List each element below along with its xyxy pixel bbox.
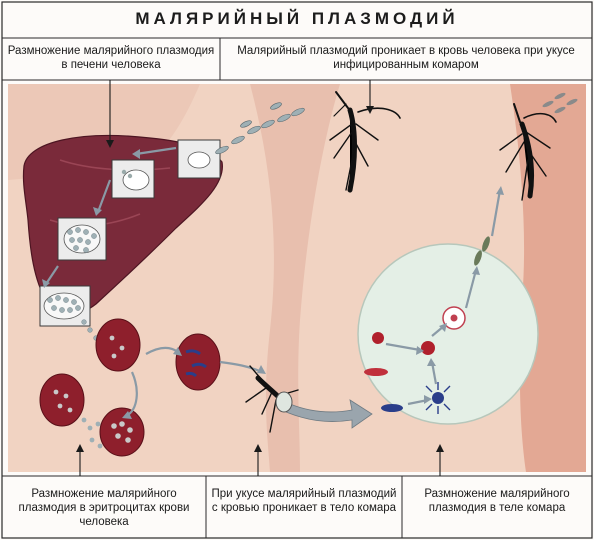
mosquito-icon-lower — [245, 365, 299, 433]
caption-transfer-to-mosquito: При укусе малярийный плазмодий с кровью … — [211, 488, 397, 514]
arm-silhouette — [250, 84, 340, 472]
hepatocyte-cell-2 — [111, 159, 155, 199]
sporozoite-icon — [215, 102, 305, 155]
zygote-spiky — [425, 382, 451, 414]
caption-liver-reproduction: Размножение малярийного плазмодия в пече… — [7, 45, 215, 71]
red-blood-cell-icon-3 — [99, 407, 145, 457]
gut-stages — [364, 236, 490, 414]
hepatocyte-cell-1 — [177, 139, 221, 179]
pointer-arrowheads — [76, 106, 444, 452]
caption-mosquito-bite-entry: Малярийный плазмодий проникает в кровь ч… — [237, 45, 575, 71]
arrow-heads — [42, 149, 504, 419]
mosquito-icon-right — [499, 103, 557, 201]
pointer-lines — [79, 80, 441, 476]
page-title: МАЛЯРИЙНЫЙ ПЛАЗМОДИЙ — [135, 9, 459, 28]
hepatocyte-cell-4 — [39, 285, 91, 327]
big-arrow-icon — [285, 399, 373, 429]
red-blood-cell-icon — [95, 318, 141, 372]
released-merozoites — [81, 417, 103, 449]
mosquito-gut — [357, 243, 539, 425]
sporozoite-icon-right — [542, 92, 578, 114]
red-blood-cell-icon-4 — [175, 333, 221, 391]
caption-mosquito-reproduction: Размножение малярийного плазмодия в теле… — [424, 488, 570, 514]
red-blood-cell-icon-2 — [39, 373, 85, 427]
mosquito-icon — [329, 91, 401, 193]
caption-erythrocyte-reproduction: Размножение малярийного плазмодия в эрит… — [18, 488, 190, 528]
